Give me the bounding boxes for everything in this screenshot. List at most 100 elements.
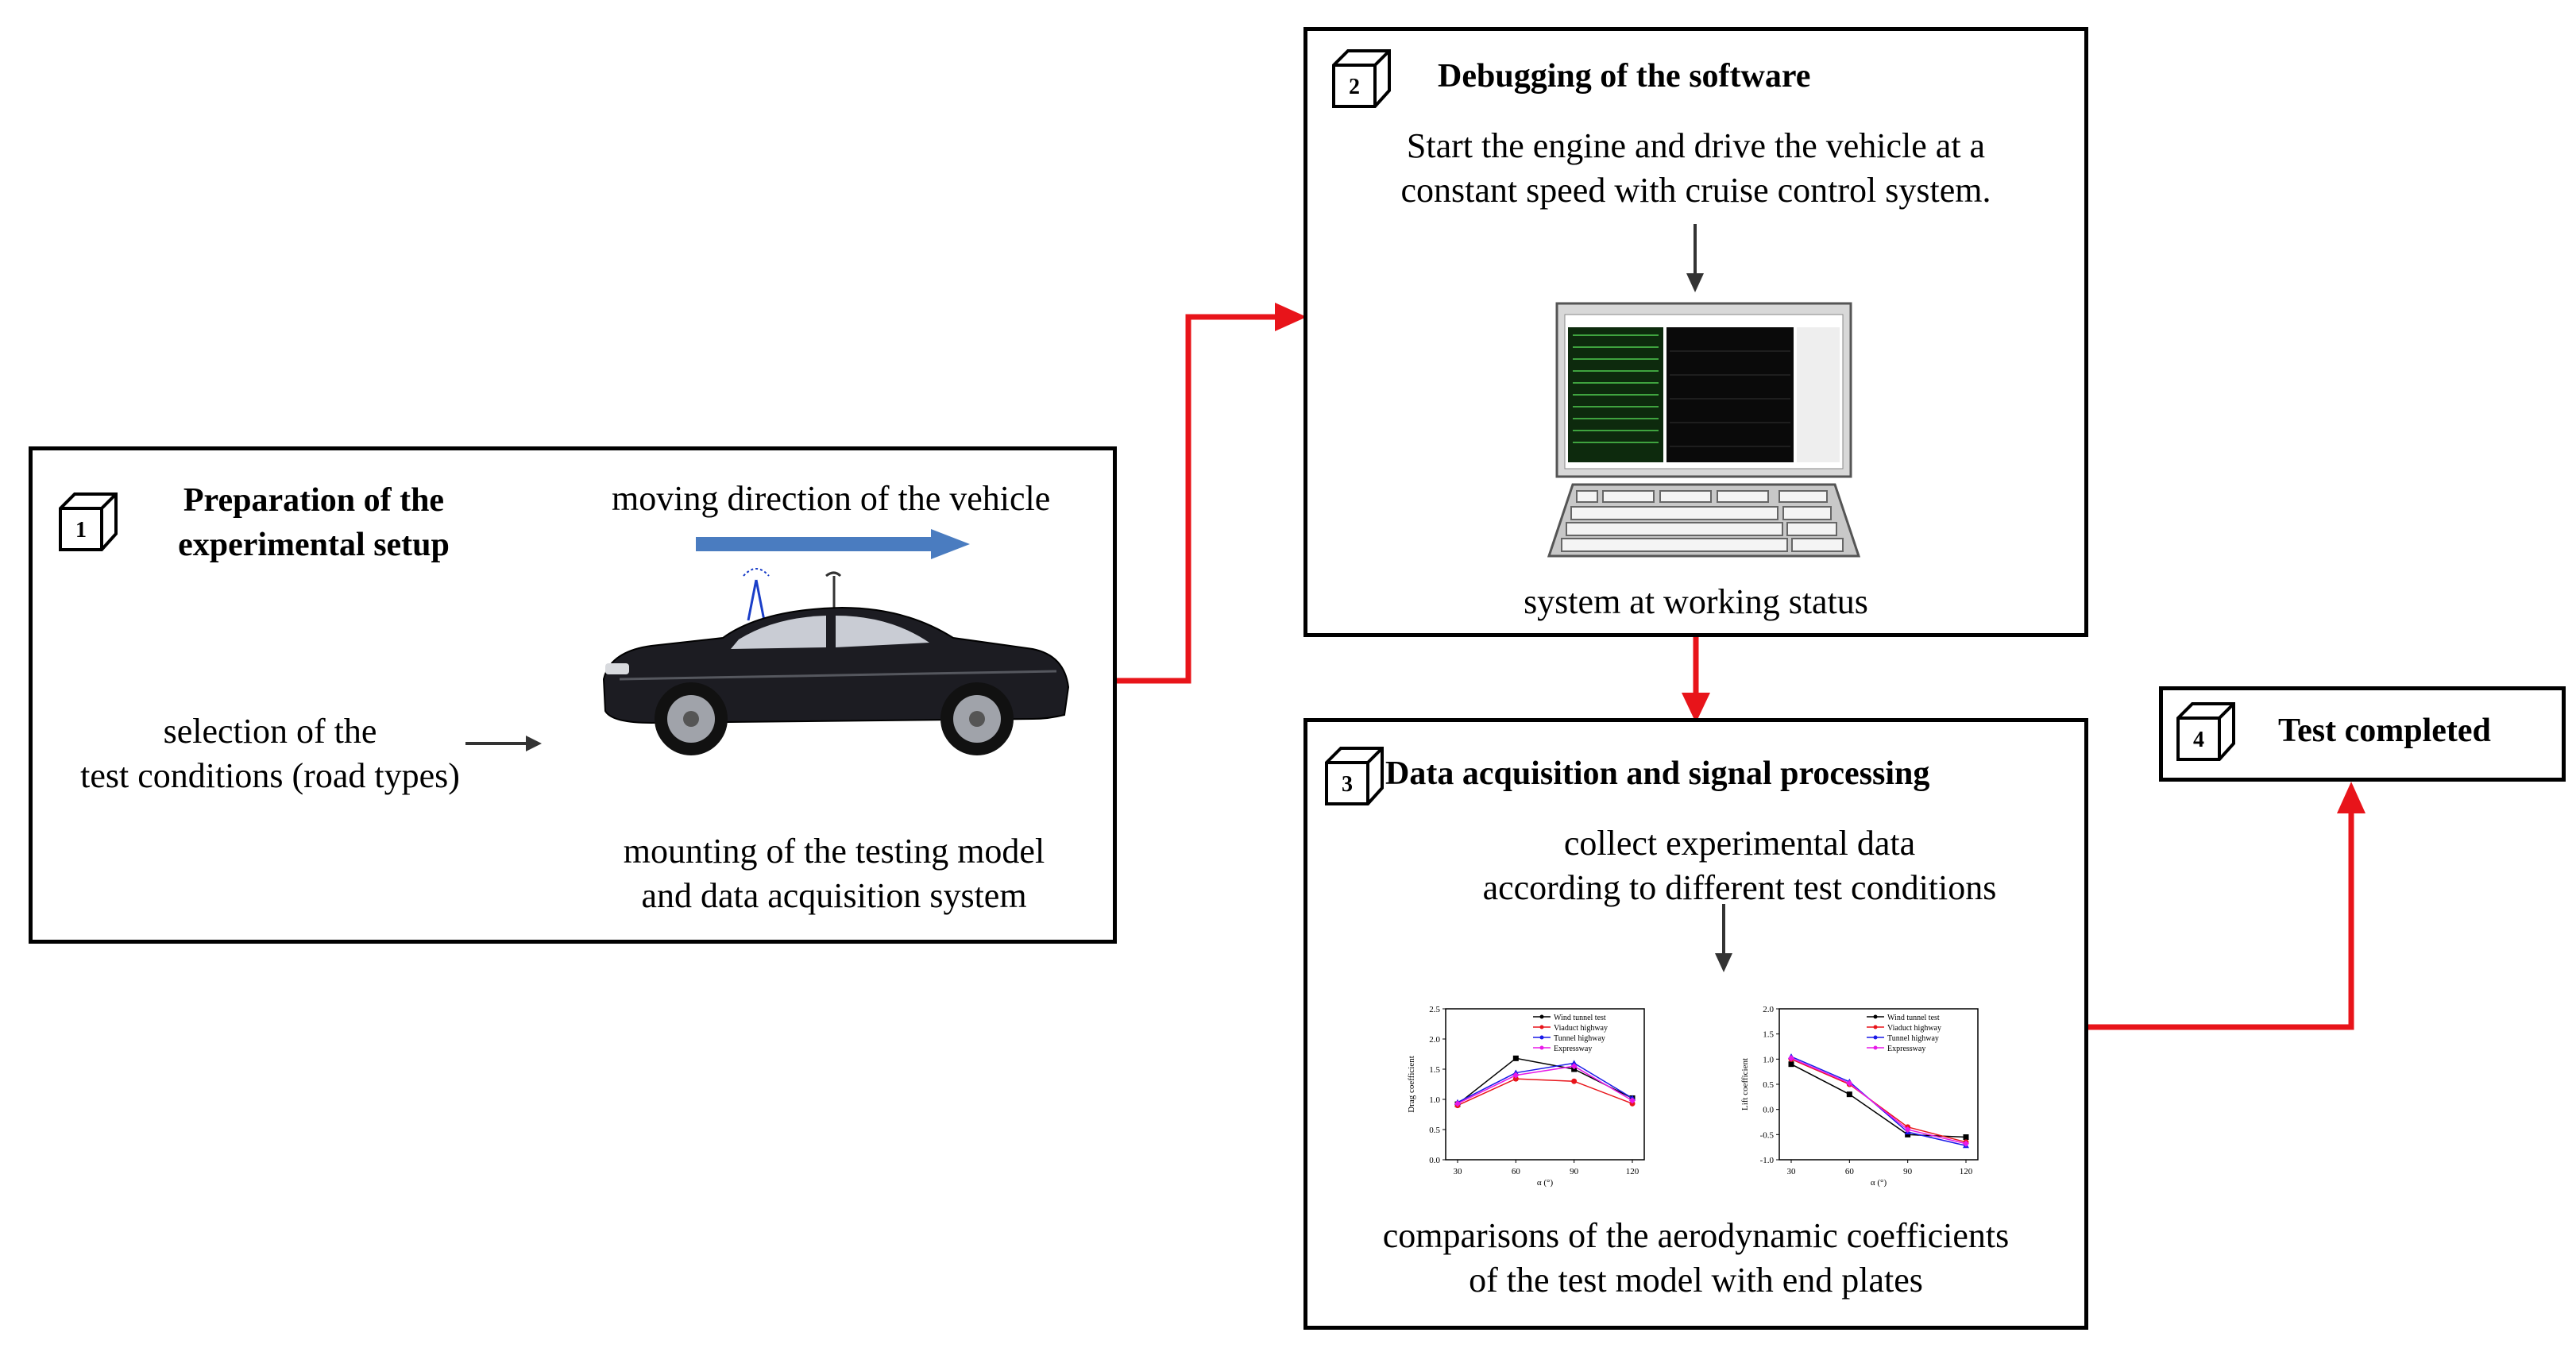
- step3-collect: collect experimental data according to d…: [1382, 821, 2097, 910]
- legend-marker: [1873, 1035, 1878, 1040]
- x-tick-label: 90: [1903, 1167, 1913, 1176]
- legend-label: Wind tunnel test: [1887, 1014, 1940, 1022]
- step1-title-line2: experimental setup: [178, 527, 450, 563]
- step2-desc-line2: constant speed with cruise control syste…: [1400, 171, 1991, 210]
- arrow-step1-to-step2-head: [1275, 303, 1307, 331]
- step4-number: 4: [2193, 728, 2204, 752]
- step1-title-line1: Preparation of the: [183, 482, 445, 519]
- data-point: [1454, 1100, 1461, 1107]
- step3-box: [1303, 718, 2088, 1330]
- step2-cube-icon: 2: [1332, 49, 1391, 108]
- legend-label: Viaduct highway: [1887, 1024, 1941, 1033]
- data-point: [1788, 1061, 1794, 1068]
- data-point: [1512, 1055, 1519, 1061]
- step3-down-arrow: [1715, 904, 1732, 972]
- step2-number: 2: [1349, 75, 1360, 99]
- y-tick-label: 0.5: [1429, 1126, 1440, 1135]
- data-point: [1570, 1060, 1578, 1066]
- data-point: [1512, 1072, 1520, 1079]
- data-point: [1571, 1078, 1578, 1084]
- legend-marker: [1873, 1025, 1878, 1029]
- selection-arrow: [465, 736, 542, 751]
- moving-direction-label: moving direction of the vehicle: [612, 479, 1051, 518]
- legend-label: Tunnel highway: [1887, 1034, 1939, 1043]
- legend-marker: [1539, 1045, 1544, 1050]
- step3-cube-icon: 3: [1325, 747, 1384, 805]
- data-point: [1963, 1140, 1969, 1147]
- x-axis-label: α (°): [1871, 1178, 1887, 1188]
- step2-status: system at working status: [1524, 582, 1868, 621]
- x-tick-label: 120: [1626, 1167, 1639, 1176]
- series-line: [1457, 1078, 1633, 1107]
- x-axis-label: α (°): [1537, 1178, 1554, 1188]
- step2-description: Start the engine and drive the vehicle a…: [1334, 124, 2057, 213]
- legend-marker: [1539, 1014, 1544, 1019]
- y-tick-label: 1.5: [1429, 1065, 1440, 1075]
- legend-label: Expressway: [1554, 1045, 1592, 1053]
- selection-line2: test conditions (road types): [80, 756, 460, 795]
- y-tick-label: 0.0: [1763, 1106, 1774, 1115]
- y-tick-label: 1.0: [1763, 1055, 1774, 1064]
- arrow-step3-to-step4: [2087, 810, 2354, 1030]
- x-tick-label: 60: [1512, 1167, 1521, 1176]
- y-tick-label: 2.0: [1763, 1005, 1774, 1014]
- arrow-step1-to-step2: [1112, 314, 1279, 684]
- step2-down-arrow: [1686, 224, 1704, 292]
- legend-label: Viaduct highway: [1554, 1024, 1608, 1033]
- data-point: [1570, 1063, 1578, 1070]
- step1-cube-icon: 1: [59, 492, 118, 551]
- y-tick-label: 0.5: [1763, 1080, 1774, 1090]
- data-point: [1963, 1134, 1969, 1140]
- step3-compare-line1: comparisons of the aerodynamic coefficie…: [1382, 1216, 2010, 1255]
- step3-collect-line1: collect experimental data: [1563, 824, 1916, 863]
- x-tick-label: 30: [1454, 1167, 1463, 1176]
- series-line: [1457, 1057, 1633, 1105]
- selection-label: selection of the test conditions (road t…: [56, 709, 485, 798]
- data-point: [1905, 1131, 1911, 1137]
- step2-title: Debugging of the software: [1438, 58, 1811, 95]
- legend-marker: [1873, 1014, 1878, 1019]
- y-tick-label: 1.5: [1763, 1030, 1774, 1040]
- mounting-label: mounting of the testing model and data a…: [572, 829, 1096, 918]
- y-tick-label: 2.5: [1429, 1005, 1440, 1014]
- data-point: [1512, 1076, 1519, 1082]
- x-tick-label: 30: [1787, 1167, 1797, 1176]
- y-tick-label: 2.0: [1429, 1035, 1440, 1045]
- series-line: [1790, 1058, 1967, 1143]
- y-tick-label: 0.0: [1429, 1156, 1440, 1165]
- y-tick-label: 1.0: [1429, 1095, 1440, 1105]
- series-line: [1790, 1057, 1967, 1145]
- legend-marker: [1539, 1025, 1544, 1029]
- step1-number: 1: [75, 518, 87, 543]
- arrow-step2-to-step3-head: [1682, 693, 1710, 723]
- mounting-line1: mounting of the testing model: [623, 832, 1045, 871]
- data-point: [1788, 1055, 1794, 1062]
- data-point: [1846, 1091, 1852, 1098]
- step3-compare-line2: of the test model with end plates: [1469, 1261, 1923, 1300]
- selection-line1: selection of the: [163, 712, 377, 751]
- data-point: [1904, 1126, 1911, 1133]
- step4-title: Test completed: [2278, 713, 2491, 749]
- step4-cube-icon: 4: [2176, 702, 2235, 761]
- step3-compare: comparisons of the aerodynamic coefficie…: [1319, 1214, 2073, 1303]
- step3-title: Data acquisition and signal processing: [1385, 755, 1930, 792]
- vehicle-direction-arrow: [696, 529, 970, 559]
- series-line: [1457, 1062, 1633, 1103]
- step3-collect-line2: according to different test conditions: [1482, 868, 1997, 907]
- data-point: [1846, 1080, 1853, 1087]
- y-axis-label: Drag coefficient: [1407, 1056, 1416, 1113]
- series-line: [1790, 1064, 1967, 1138]
- legend-label: Wind tunnel test: [1554, 1014, 1606, 1022]
- step3-number: 3: [1342, 772, 1353, 797]
- legend-label: Expressway: [1887, 1045, 1925, 1053]
- arrow-step3-to-step4-head: [2337, 782, 2366, 813]
- car-image: [602, 568, 1070, 755]
- series-line: [1457, 1065, 1633, 1104]
- step1-title: Preparation of the experimental setup: [127, 478, 500, 567]
- x-tick-label: 120: [1960, 1167, 1973, 1176]
- computer-image: [1547, 302, 1861, 558]
- plot-frame: [1445, 1008, 1645, 1161]
